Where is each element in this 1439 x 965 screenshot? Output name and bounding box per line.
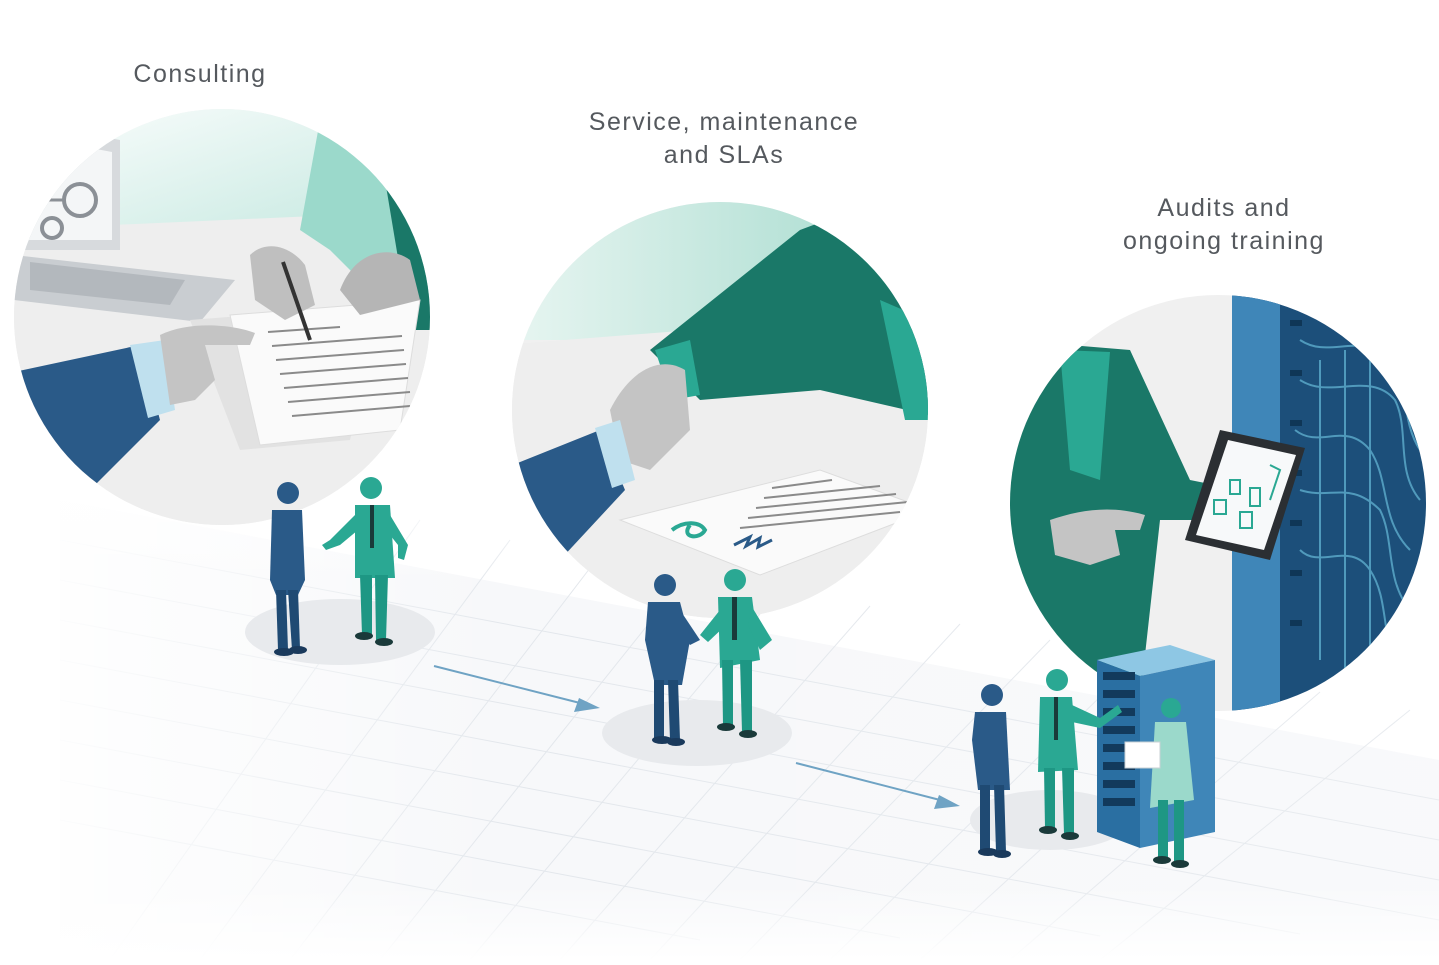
- stage-title-line: Service, maintenance: [588, 108, 860, 136]
- stage-title-line: Audits and: [1157, 194, 1291, 222]
- teal-businessman: [322, 477, 408, 646]
- stage-title-service: Service, maintenance and SLAs: [524, 106, 924, 172]
- teal-businessman: [1038, 669, 1122, 840]
- handshake-icon: [610, 364, 690, 470]
- navy-businessman: [645, 574, 700, 746]
- tablet-icon: [1185, 430, 1305, 560]
- pen-icon: [281, 261, 312, 341]
- floor-shadow: [245, 599, 435, 665]
- service-scene: [512, 202, 928, 618]
- floor-shadow: [602, 700, 792, 766]
- arrow-icon: [795, 762, 960, 809]
- navy-businessman: [270, 482, 307, 656]
- stage-title-audits: Audits and ongoing training: [1074, 192, 1374, 258]
- teal-businessman: [700, 569, 772, 738]
- technician: [1124, 698, 1194, 868]
- stage-title-line: Consulting: [133, 60, 267, 88]
- navy-businessman: [972, 684, 1011, 858]
- stage-title-consulting: Consulting: [100, 58, 300, 91]
- stage-title-line: and SLAs: [663, 141, 785, 169]
- document-icon: [618, 469, 928, 576]
- arrow-icon: [433, 665, 600, 712]
- stage-title-line: ongoing training: [1123, 227, 1325, 255]
